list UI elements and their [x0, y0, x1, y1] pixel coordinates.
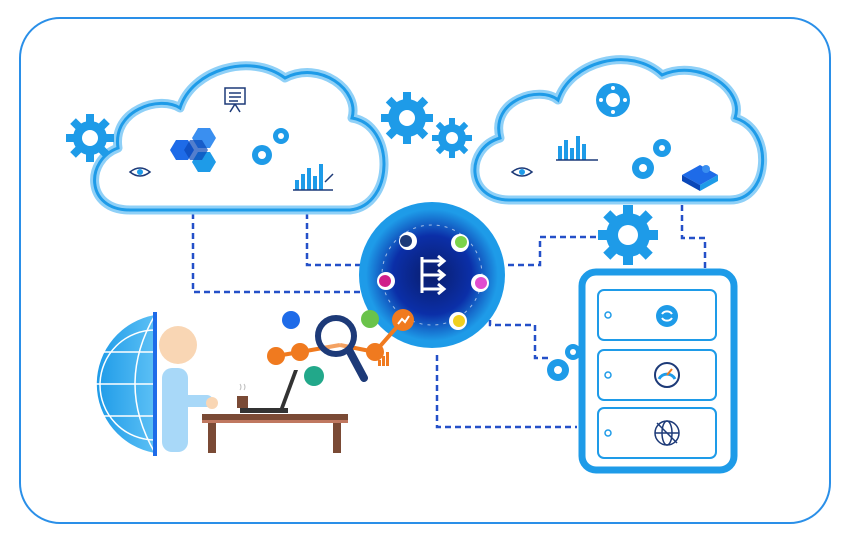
connector-left-cloud-to-hub [191, 213, 372, 294]
user-scene [86, 312, 348, 456]
bar-chart-icon [378, 352, 389, 366]
puzzle-icon [682, 165, 718, 191]
gear-icon [598, 205, 658, 265]
eye-icon [128, 167, 152, 177]
connectors [191, 205, 707, 429]
double-gear-icon [547, 344, 581, 381]
network-globe-icon [654, 420, 680, 446]
double-gear-icon [252, 128, 289, 165]
desk [202, 414, 348, 453]
gear-icon [381, 92, 433, 144]
connector-left-cloud-mid [305, 213, 372, 267]
orbit-dot [449, 312, 467, 330]
double-gear-icon [632, 139, 671, 179]
gear-icon [432, 118, 472, 158]
orbit-dot [451, 234, 469, 252]
bar-chart-icon [556, 136, 598, 161]
magnifier-icon [315, 315, 368, 382]
bar-chart-icon [293, 164, 334, 191]
gear-icon [66, 114, 114, 162]
connector-hub-to-gears [488, 300, 552, 360]
transfer-arrows-icon [420, 254, 447, 296]
line-chart-icon [392, 309, 414, 331]
central-hub [359, 202, 505, 348]
person-icon [159, 326, 218, 452]
orbit-dot [377, 272, 395, 290]
speed-gauge-icon [654, 362, 680, 388]
orbit-dot [471, 274, 489, 292]
analytics-cluster [267, 309, 414, 386]
coffee-cup-icon [237, 383, 248, 408]
eye-icon [510, 167, 534, 177]
presentation-board-icon [224, 87, 246, 113]
server-rack [578, 268, 738, 474]
connector-hub-to-server [435, 355, 577, 429]
connector-right-cloud-to-server [680, 205, 707, 270]
left-cloud [66, 61, 389, 215]
hexagon-cluster-icon [170, 128, 216, 172]
outer-frame [19, 17, 831, 524]
sync-icon [656, 305, 678, 327]
orbit-dot [399, 232, 417, 250]
settings-wheel-icon [596, 83, 630, 117]
globe-icon [86, 312, 157, 456]
connector-hub-to-right-cloud [498, 235, 600, 267]
right-cloud [470, 55, 768, 205]
laptop-icon [240, 370, 298, 413]
